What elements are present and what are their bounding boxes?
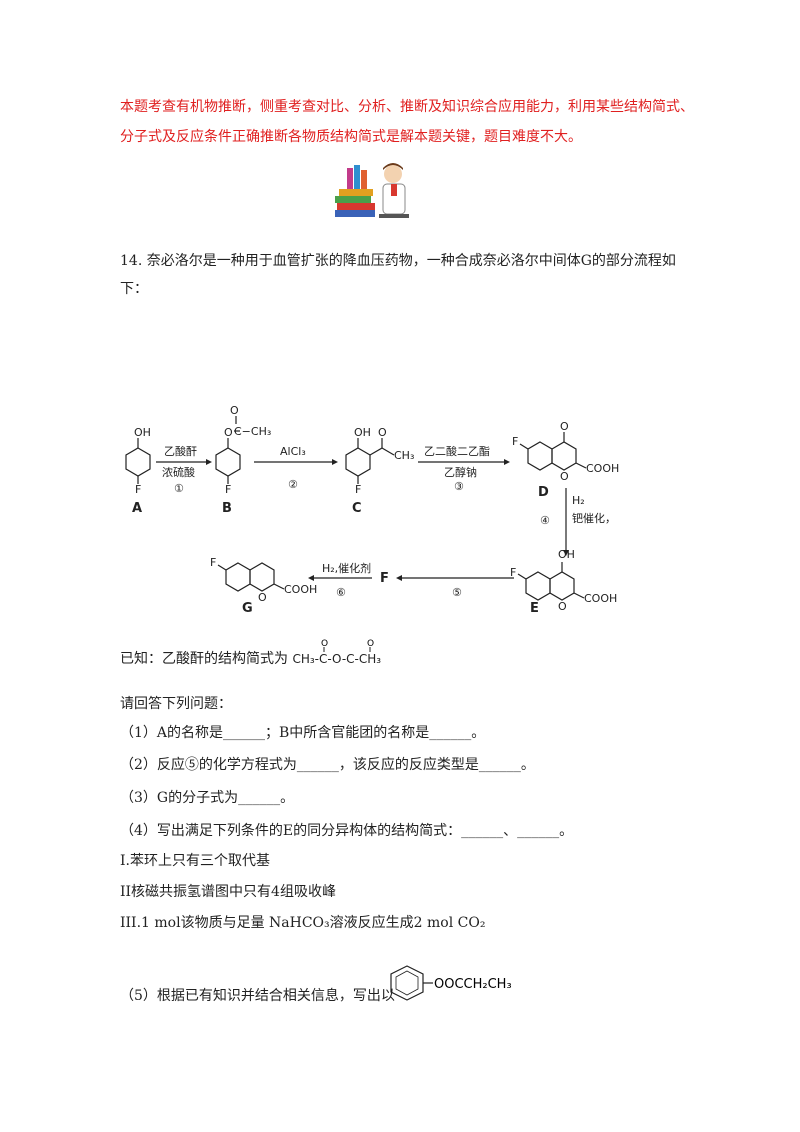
- condition-3: III.1 mol该物质与足量 NaHCO₃溶液反应生成2 mol CO₂: [120, 915, 486, 931]
- known-prefix: 已知：乙酸酐的结构简式为: [120, 651, 288, 667]
- teacher-books-illustration: [333, 160, 415, 222]
- atom-cooh: COOH: [284, 583, 317, 596]
- atom-o: O: [560, 420, 569, 433]
- step3-condition: 乙醇钠: [444, 465, 477, 479]
- atom-oh: OH: [558, 548, 575, 561]
- step1-number: ①: [174, 482, 184, 495]
- synthesis-scheme: OH F A 乙酸酐 浓硫酸 ① O O C−CH₃ F B AlCl₃ ② O…: [110, 400, 650, 616]
- atom-cooh: COOH: [584, 592, 617, 605]
- step2-number: ②: [288, 478, 298, 491]
- label-G: G: [242, 601, 253, 615]
- label-B: B: [222, 501, 232, 516]
- atom-oh: OH: [134, 426, 151, 439]
- scheme-svg: OH F A 乙酸酐 浓硫酸 ① O O C−CH₃ F B AlCl₃ ② O…: [125, 404, 619, 616]
- compound-E-ring: [525, 571, 551, 601]
- atom-o: O: [558, 600, 567, 613]
- answer-commentary: 本题考查有机物推断，侧重考查对比、分析、推断及知识综合应用能力，利用某些结构简式…: [120, 99, 694, 145]
- ester-group: OOCCH₂CH₃: [434, 977, 512, 992]
- svg-text:O: O: [367, 639, 374, 649]
- acetic-anhydride-formula: O O CH₃-C-O-C-CH₃: [292, 639, 382, 666]
- atom-o: O: [258, 591, 267, 604]
- question-stem: 14. 奈必洛尔是一种用于血管扩张的降血压药物，一种合成奈必洛尔中间体G的部分流…: [120, 253, 676, 297]
- atom-ch3: CH₃: [394, 449, 414, 462]
- question-5: （5）根据已有知识并结合相关信息，写出以: [120, 988, 395, 1004]
- atom-cooh: COOH: [586, 462, 619, 475]
- atom-o: O: [224, 426, 233, 439]
- atom-f: F: [135, 483, 141, 496]
- step5-number: ⑤: [452, 586, 462, 599]
- svg-text:O: O: [321, 639, 328, 649]
- label-C: C: [352, 501, 362, 516]
- step2-reagent: AlCl₃: [280, 445, 306, 458]
- question-4: （4）写出满足下列条件的E的同分异构体的结构简式：______、______。: [120, 823, 574, 839]
- question-2: （2）反应⑤的化学方程式为______，该反应的反应类型是______。: [120, 757, 535, 773]
- step3-reagent: 乙二酸二乙酯: [424, 444, 490, 458]
- question-1: （1）A的名称是______；B中所含官能团的名称是______。: [120, 725, 486, 741]
- condition-1: I.苯环上只有三个取代基: [120, 853, 270, 869]
- label-D: D: [538, 485, 549, 500]
- compound-A-ring: [125, 447, 151, 477]
- atom-o: O: [378, 426, 387, 439]
- compound-C-ring: [345, 447, 371, 477]
- atom-f: F: [355, 483, 361, 496]
- step3-number: ③: [454, 480, 464, 493]
- atom-f: F: [225, 483, 231, 496]
- carbonyl-mark: O: [321, 639, 329, 652]
- label-F: F: [380, 571, 389, 586]
- acetyl-group: C−CH₃: [234, 425, 271, 438]
- prompt-text: 请回答下列问题：: [120, 696, 232, 712]
- question-3: （3）G的分子式为______。: [120, 790, 295, 806]
- step4-number: ④: [540, 514, 550, 527]
- step1-condition: 浓硫酸: [162, 465, 195, 479]
- phenyl-propanoate-structure: OOCCH₂CH₃: [383, 962, 538, 1004]
- atom-o: O: [560, 470, 569, 483]
- step6-reagent: H₂,催化剂: [322, 561, 371, 575]
- step4-reagent: H₂: [572, 494, 585, 507]
- label-E: E: [530, 601, 539, 615]
- compound-D-ring: [527, 441, 553, 471]
- atom-oh: OH: [354, 426, 371, 439]
- step6-number: ⑥: [336, 586, 346, 599]
- step4-condition: 钯催化，: [572, 511, 616, 525]
- carbonyl-mark: O: [367, 639, 375, 652]
- label-A: A: [132, 501, 142, 516]
- compound-B-ring: [215, 447, 241, 477]
- atom-f: F: [510, 566, 516, 579]
- condition-2: II核磁共振氢谱图中只有4组吸收峰: [120, 884, 336, 900]
- atom-f: F: [210, 556, 216, 569]
- atom-f: F: [512, 435, 518, 448]
- step1-reagent: 乙酸酐: [164, 444, 197, 458]
- atom-o: O: [230, 404, 239, 417]
- compound-G-ring: [225, 562, 251, 592]
- known-info: 已知：乙酸酐的结构简式为 O O CH₃-C-O-C-CH₃: [120, 639, 382, 668]
